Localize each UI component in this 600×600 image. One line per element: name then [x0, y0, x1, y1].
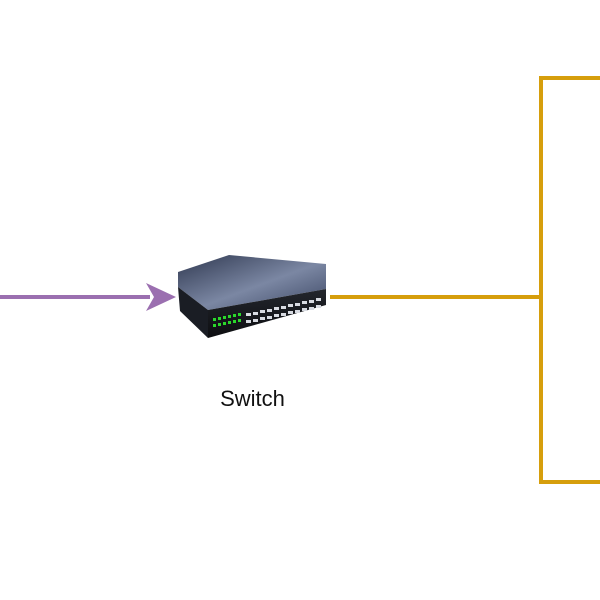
switch-label: Switch — [220, 386, 285, 411]
switch-ports — [246, 298, 321, 323]
network-switch-icon[interactable] — [178, 255, 326, 338]
status-leds — [213, 313, 241, 327]
incoming-arrow — [0, 283, 176, 311]
link-line — [330, 76, 600, 484]
